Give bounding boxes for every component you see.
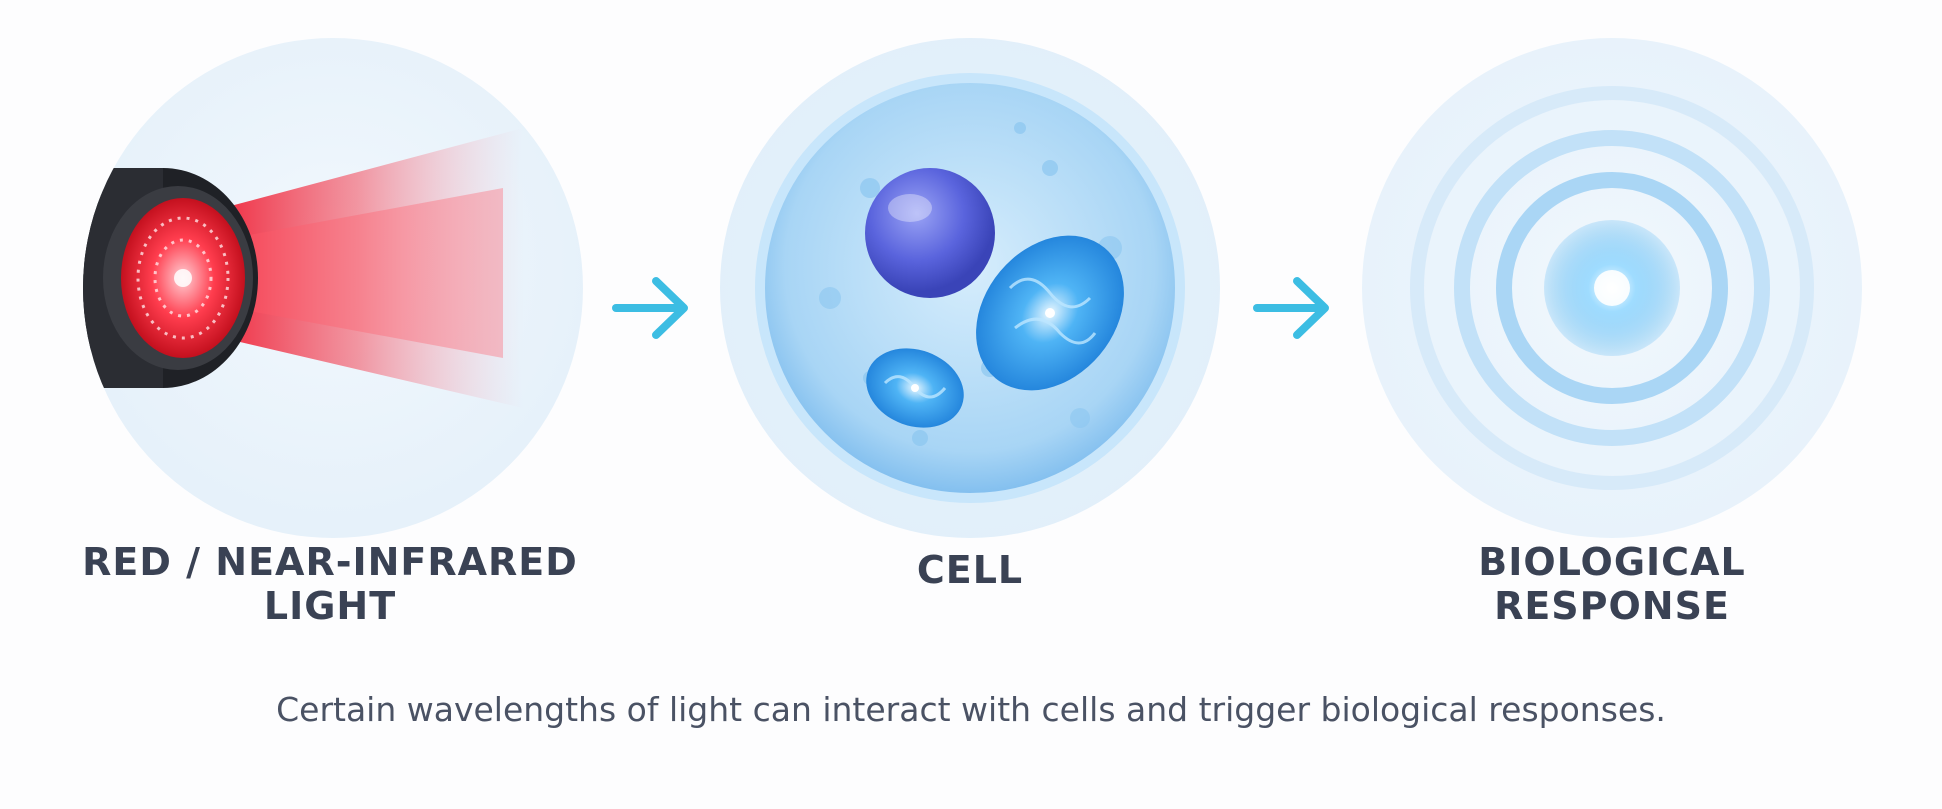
light-panel bbox=[83, 38, 583, 538]
concentric-ripple-icon bbox=[1410, 86, 1814, 490]
cell-panel bbox=[720, 38, 1220, 538]
arrow-right-icon bbox=[1253, 277, 1329, 339]
caption: Certain wavelengths of light can interac… bbox=[276, 690, 1666, 729]
response-label: BIOLOGICAL RESPONSE bbox=[1478, 540, 1746, 628]
cell-label: CELL bbox=[916, 548, 1024, 592]
red-light-device-icon bbox=[83, 128, 523, 408]
response-panel bbox=[1362, 38, 1862, 538]
light-label: RED / NEAR-INFRARED LIGHT bbox=[82, 540, 578, 628]
arrow-right-icon bbox=[612, 277, 688, 339]
cell-icon bbox=[755, 73, 1185, 503]
